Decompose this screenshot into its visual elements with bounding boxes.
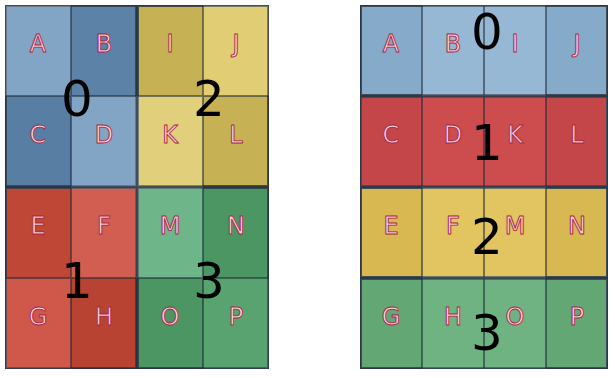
- cell-letter: H: [444, 305, 462, 329]
- group-number: 3: [471, 308, 503, 358]
- group-number: 1: [61, 256, 93, 306]
- cell-letter: E: [30, 214, 45, 238]
- grid-cell: L: [546, 96, 608, 187]
- cell-letter: L: [229, 123, 242, 147]
- cell-letter: G: [382, 305, 401, 329]
- group-region: E F G H1: [5, 187, 137, 369]
- group-region: A B C D0: [5, 5, 137, 187]
- group-number: 0: [471, 7, 503, 57]
- cell-letter: D: [444, 123, 462, 147]
- cell-letter: F: [446, 214, 460, 238]
- grid-cell: N: [546, 187, 608, 278]
- grid-cell: C: [360, 96, 422, 187]
- cell-letter: M: [505, 214, 526, 238]
- cell-letter: E: [383, 214, 398, 238]
- cell-letter: I: [166, 32, 173, 56]
- group-number: 0: [61, 74, 93, 124]
- group-region: C D K L 1: [360, 96, 608, 187]
- cell-letter: C: [30, 123, 47, 147]
- group-number: 2: [193, 74, 225, 124]
- cell-letter: I: [511, 32, 518, 56]
- cell-letter: A: [383, 32, 399, 56]
- group-number: 1: [471, 118, 503, 168]
- cell-letter: B: [96, 32, 112, 56]
- group-number: 3: [193, 256, 225, 306]
- cell-letter: K: [162, 123, 178, 147]
- cell-letter: K: [507, 123, 523, 147]
- grid-cell: P: [546, 278, 608, 369]
- cell-letter: A: [30, 32, 46, 56]
- cell-letter: L: [570, 123, 583, 147]
- cell-letter: C: [383, 123, 400, 147]
- cell-letter: N: [227, 214, 245, 238]
- cell-letter: H: [95, 305, 113, 329]
- grid-cell: E: [360, 187, 422, 278]
- grid-cell: J: [546, 5, 608, 96]
- cell-letter: O: [506, 305, 525, 329]
- group-number: 2: [471, 212, 503, 262]
- cell-letter: D: [95, 123, 113, 147]
- cell-letter: N: [568, 214, 586, 238]
- group-region: A B I J 0: [360, 5, 608, 96]
- cell-letter: B: [445, 32, 461, 56]
- cell-letter: G: [29, 305, 48, 329]
- group-region: I J K L2: [137, 5, 269, 187]
- cell-letter: O: [161, 305, 180, 329]
- grid-cell: G: [360, 278, 422, 369]
- cell-letter: P: [229, 305, 243, 329]
- grid-cell: A: [360, 5, 422, 96]
- group-region: G H O P 3: [360, 278, 608, 369]
- cell-letter: P: [570, 305, 584, 329]
- cell-letter: F: [97, 214, 111, 238]
- cell-letter: M: [160, 214, 181, 238]
- group-region: E F M N 2: [360, 187, 608, 278]
- cell-letter: J: [232, 32, 239, 56]
- group-region: M N O P3: [137, 187, 269, 369]
- cell-letter: J: [573, 32, 580, 56]
